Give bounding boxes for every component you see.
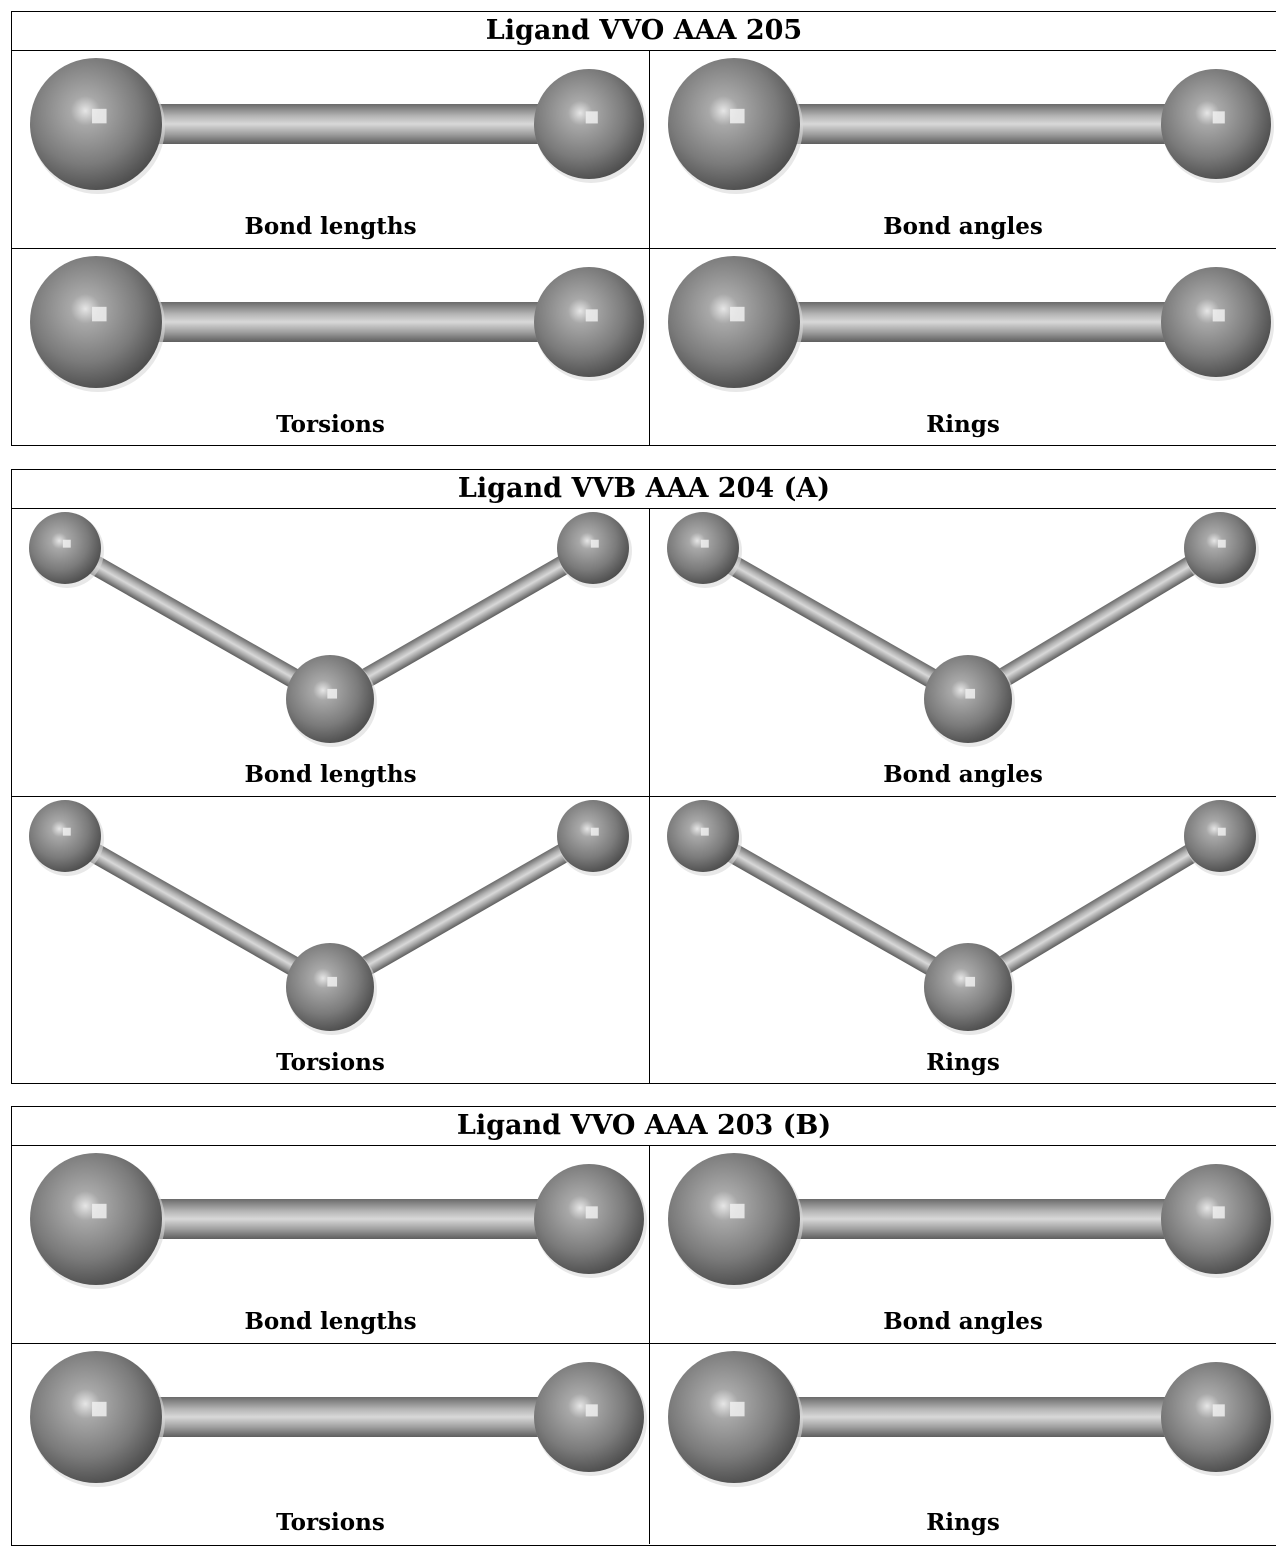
atom: [668, 256, 803, 392]
ligand-panel-2: Ligand VVB AAA 204 (A) Bond lengths Bond…: [11, 469, 1276, 1084]
cell-bond-lengths: Bond lengths: [12, 509, 650, 796]
cell-bond-angles: Bond angles: [650, 1146, 1276, 1343]
cell-rings: Rings: [650, 797, 1276, 1084]
bond: [698, 827, 973, 996]
cell-torsions: Torsions: [12, 1344, 650, 1544]
bond: [96, 1397, 589, 1437]
panel-title: Ligand VVO AAA 205: [12, 12, 1276, 51]
cell-caption: Bond angles: [883, 213, 1043, 240]
molecule-linear: [668, 1351, 1274, 1487]
cell-rings: Rings: [650, 249, 1276, 446]
atom: [286, 943, 377, 1035]
cell-caption: Bond lengths: [244, 761, 417, 788]
atom: [1161, 267, 1274, 381]
cell-caption: Bond lengths: [244, 213, 417, 240]
molecule-linear: [30, 58, 647, 194]
molecule-linear: [668, 256, 1274, 392]
molecule-bent: [29, 800, 632, 1035]
cell-caption: Torsions: [276, 411, 385, 438]
atom: [924, 943, 1015, 1035]
cell-caption: Torsions: [276, 1049, 385, 1076]
atom: [1184, 800, 1259, 876]
cell-caption: Torsions: [276, 1509, 385, 1536]
atom: [557, 800, 632, 876]
panel-title: Ligand VVO AAA 203 (B): [12, 1107, 1276, 1146]
bond: [96, 104, 589, 144]
bond: [962, 539, 1226, 708]
atom: [534, 1164, 647, 1278]
atom: [557, 512, 632, 588]
atom: [30, 58, 165, 194]
molecule-linear: [668, 58, 1274, 194]
atom: [668, 1153, 803, 1289]
bond: [60, 827, 335, 996]
atom: [534, 267, 647, 381]
atom: [29, 512, 104, 588]
molecule-linear: [30, 1153, 647, 1289]
bond: [96, 302, 589, 342]
molecule-linear: [668, 1153, 1274, 1289]
molecule-linear: [30, 1351, 647, 1487]
atom: [1184, 512, 1259, 588]
cell-caption: Bond angles: [883, 761, 1043, 788]
atom: [1161, 1164, 1274, 1278]
atom: [286, 655, 377, 747]
cell-caption: Bond lengths: [244, 1308, 417, 1335]
bond: [962, 827, 1226, 996]
cell-caption: Bond angles: [883, 1308, 1043, 1335]
molecule-bent: [667, 512, 1259, 747]
atom: [1161, 69, 1274, 183]
cell-bond-angles: Bond angles: [650, 51, 1276, 248]
atom: [29, 800, 104, 876]
ligand-panel-3: Ligand VVO AAA 203 (B) Bond lengths Bond…: [11, 1106, 1276, 1546]
bond: [325, 539, 598, 708]
cell-caption: Rings: [926, 1509, 1000, 1536]
atom: [668, 58, 803, 194]
atom: [534, 1362, 647, 1476]
cell-torsions: Torsions: [12, 797, 650, 1084]
bond: [734, 302, 1216, 342]
atom: [30, 1351, 165, 1487]
atom: [534, 69, 647, 183]
bond: [325, 827, 598, 996]
atom: [30, 1153, 165, 1289]
bond: [734, 1199, 1216, 1239]
cell-bond-lengths: Bond lengths: [12, 1146, 650, 1343]
bond: [734, 1397, 1216, 1437]
cell-caption: Rings: [926, 411, 1000, 438]
atom: [1161, 1362, 1274, 1476]
atom: [30, 256, 165, 392]
panel-title: Ligand VVB AAA 204 (A): [12, 470, 1276, 509]
ligand-panel-1: Ligand VVO AAA 205 Bond lengths Bond ang…: [11, 11, 1276, 446]
cell-bond-angles: Bond angles: [650, 509, 1276, 796]
molecule-linear: [30, 256, 647, 392]
cell-torsions: Torsions: [12, 249, 650, 446]
bond: [60, 539, 335, 708]
molecule-bent: [667, 800, 1259, 1035]
bond: [698, 539, 973, 708]
atom: [667, 800, 742, 876]
atom: [668, 1351, 803, 1487]
cell-caption: Rings: [926, 1049, 1000, 1076]
atom: [924, 655, 1015, 747]
cell-rings: Rings: [650, 1344, 1276, 1544]
cell-bond-lengths: Bond lengths: [12, 51, 650, 248]
molecule-bent: [29, 512, 632, 747]
bond: [96, 1199, 589, 1239]
atom: [667, 512, 742, 588]
bond: [734, 104, 1216, 144]
